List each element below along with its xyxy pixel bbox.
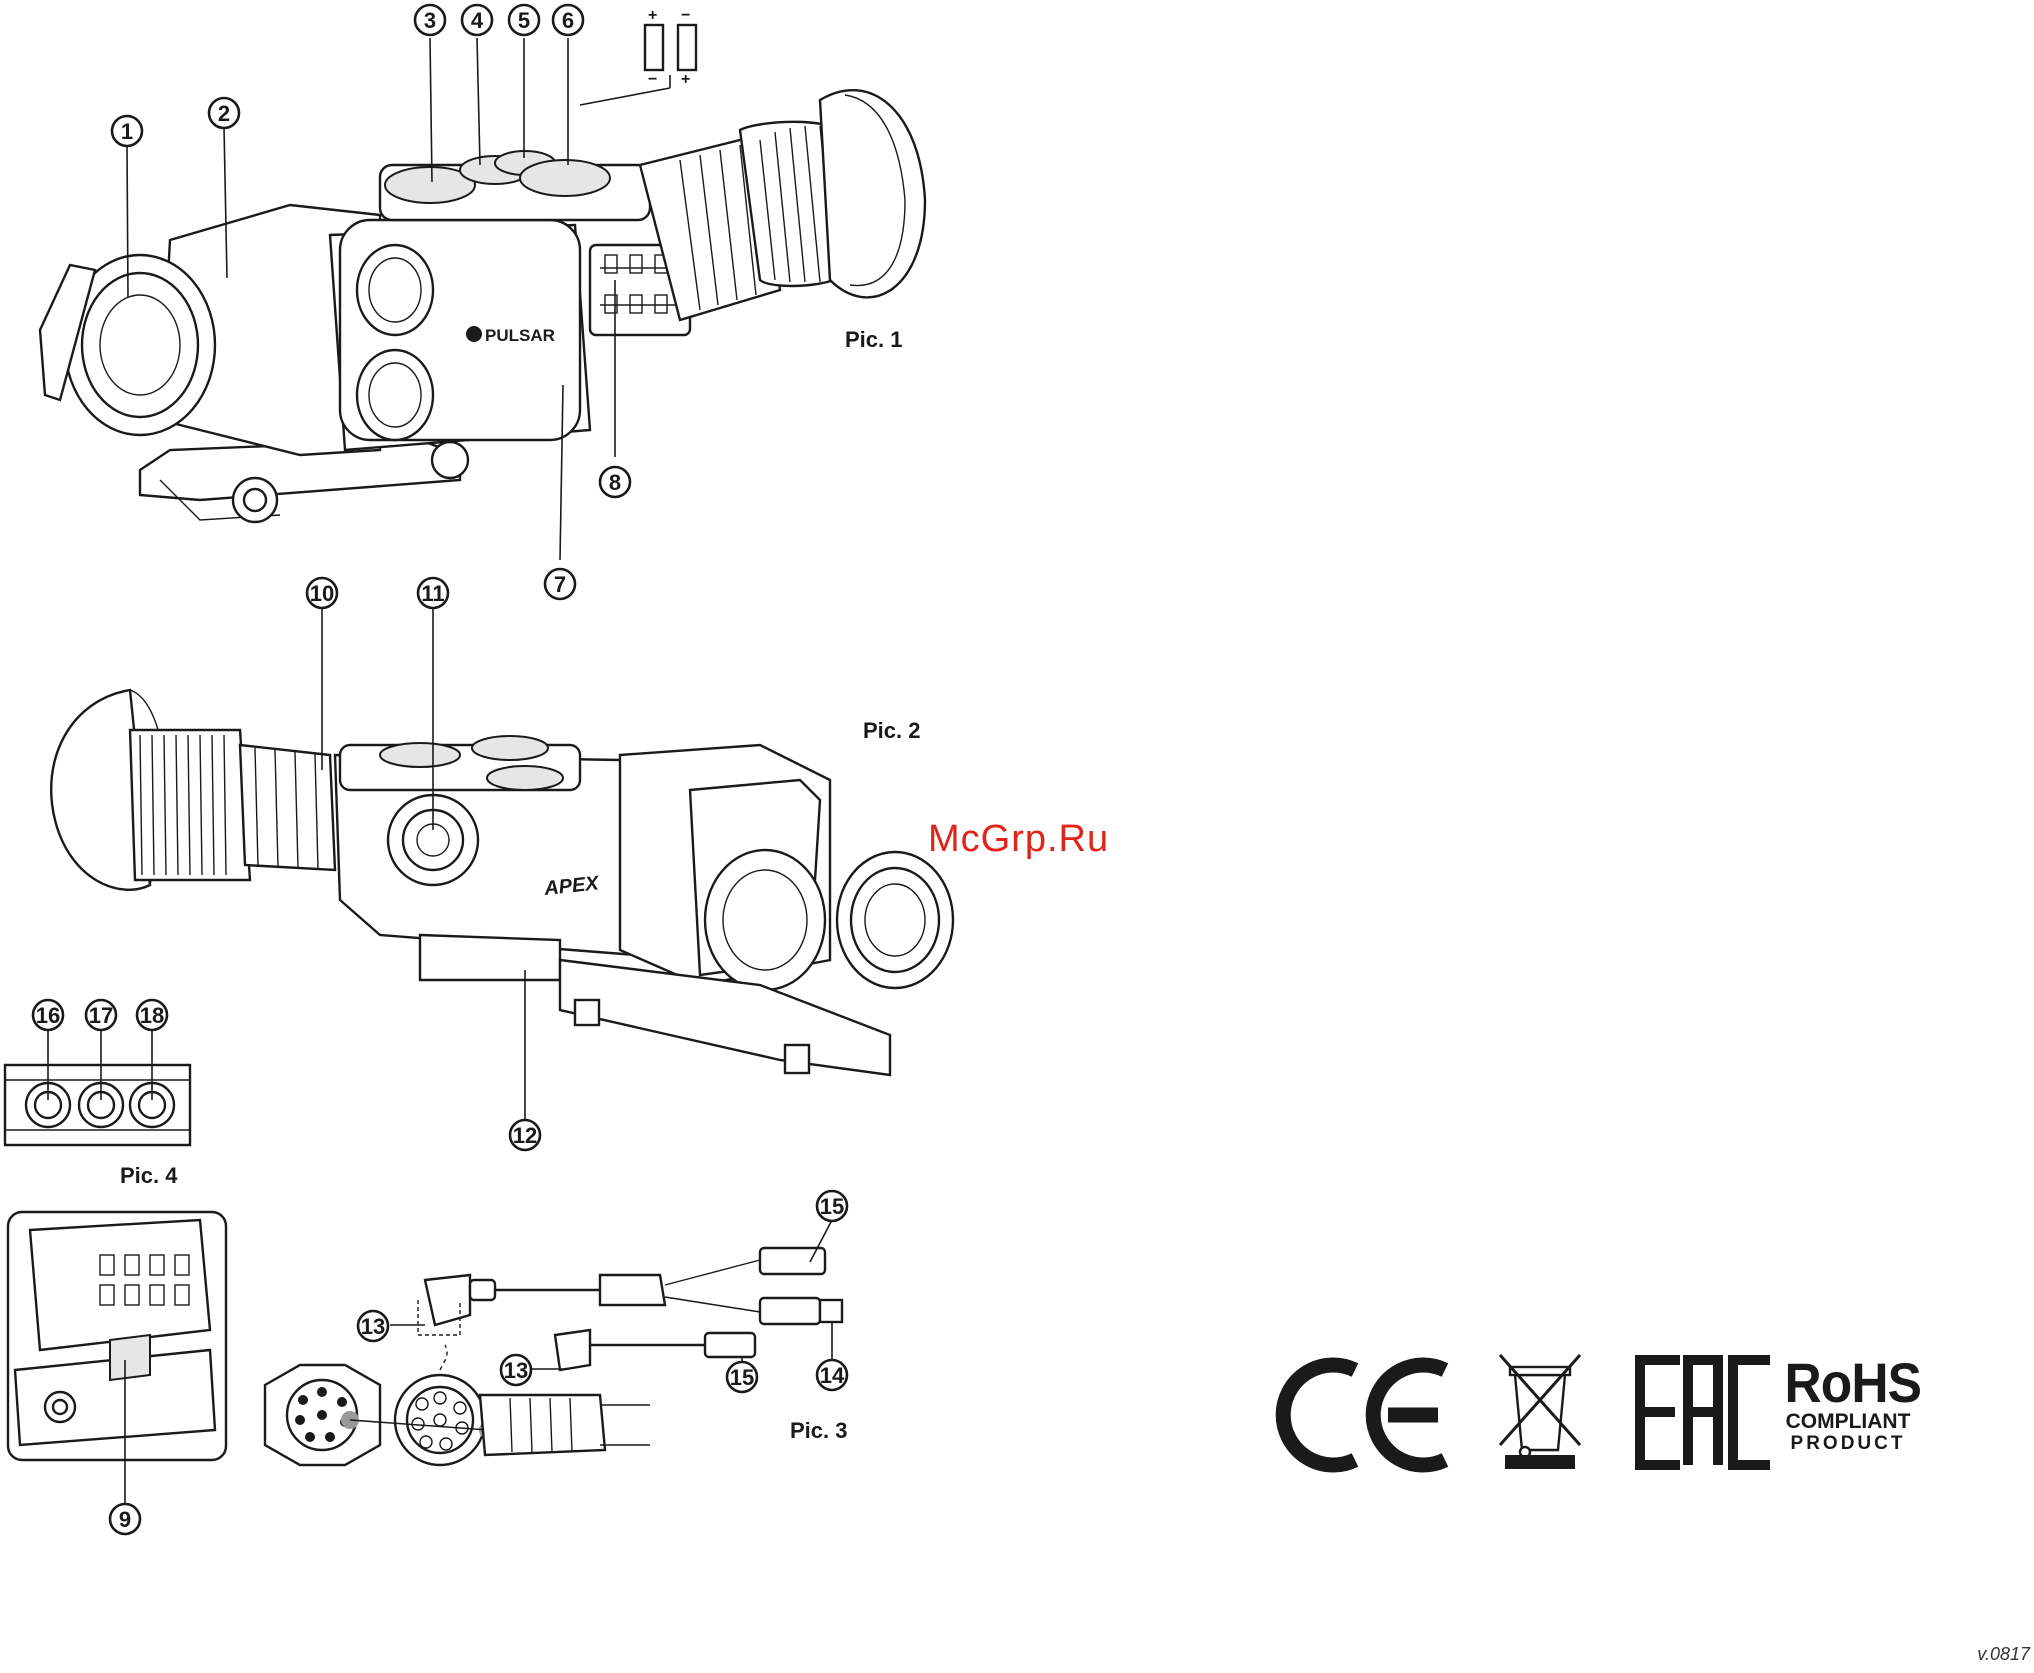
callout-13: 13: [358, 1311, 388, 1341]
weee-crossed-bin-icon: [1500, 1355, 1580, 1469]
callout-4: 4: [462, 5, 492, 35]
callout-15: 15: [817, 1191, 847, 1221]
watermark-text: McGrp.Ru: [928, 818, 1109, 861]
ce-mark-icon: [1283, 1365, 1445, 1465]
callout-9: 9: [110, 1504, 140, 1534]
svg-text:16: 16: [36, 1003, 60, 1028]
rohs-product: PRODUCT: [1779, 1433, 1917, 1455]
callout-7: 7: [545, 569, 575, 599]
callout-18: 18: [137, 1000, 167, 1030]
svg-text:10: 10: [310, 581, 334, 606]
rohs-title: RoHS: [1785, 1355, 1912, 1411]
callout-13b: 13: [501, 1355, 531, 1385]
callout-10: 10: [307, 578, 337, 608]
svg-text:6: 6: [562, 8, 574, 33]
battery-icon: + − − +: [580, 7, 696, 105]
battery-plus-1: +: [648, 7, 657, 24]
battery-plus-2: +: [681, 71, 690, 88]
svg-text:4: 4: [471, 8, 484, 33]
pic4-label: Pic. 4: [120, 1163, 177, 1189]
callout-1: 1: [112, 116, 142, 146]
callout-14: 14: [817, 1360, 847, 1390]
svg-text:13: 13: [504, 1358, 528, 1383]
svg-text:15: 15: [730, 1365, 754, 1390]
svg-text:9: 9: [119, 1507, 131, 1532]
svg-text:12: 12: [513, 1123, 537, 1148]
svg-text:5: 5: [518, 8, 530, 33]
callout-3: 3: [415, 5, 445, 35]
svg-text:8: 8: [609, 470, 621, 495]
svg-text:13: 13: [361, 1314, 385, 1339]
svg-text:7: 7: [554, 572, 566, 597]
callout-6: 6: [553, 5, 583, 35]
callout-5: 5: [509, 5, 539, 35]
svg-text:11: 11: [421, 581, 444, 606]
pic4-button-panel: 16 17 18: [5, 1000, 190, 1145]
callout-11: 11: [418, 578, 448, 608]
svg-text:2: 2: [218, 101, 230, 126]
battery-minus-2: −: [648, 71, 657, 88]
svg-text:3: 3: [424, 8, 436, 33]
battery-minus-1: −: [681, 7, 690, 24]
svg-text:1: 1: [121, 119, 133, 144]
rohs-compliant: COMPLIANT: [1779, 1411, 1917, 1433]
pic2-label: Pic. 2: [863, 718, 920, 744]
pic1-scope-front-view: PULSAR: [40, 5, 925, 599]
pic1-label: Pic. 1: [845, 327, 902, 353]
callout-8: 8: [600, 467, 630, 497]
pic3-cable-connectors: 13 13 14 15 15: [265, 1191, 847, 1465]
callout-2: 2: [209, 98, 239, 128]
svg-text:14: 14: [820, 1363, 845, 1388]
callout-15b: 15: [727, 1362, 757, 1392]
detail-inset-connector-cover: 9: [8, 1212, 226, 1534]
rohs-compliant-mark: RoHS COMPLIANT PRODUCT: [1779, 1355, 1917, 1455]
brand-marking: PULSAR: [485, 326, 555, 345]
svg-text:18: 18: [140, 1003, 164, 1028]
pic3-label: Pic. 3: [790, 1418, 847, 1444]
callout-16: 16: [33, 1000, 63, 1030]
svg-text:17: 17: [89, 1003, 113, 1028]
svg-text:15: 15: [820, 1194, 844, 1219]
callout-12: 12: [510, 1120, 540, 1150]
document-version: v.0817: [1977, 1644, 2030, 1665]
eac-mark-icon: [1640, 1360, 1770, 1465]
callout-17: 17: [86, 1000, 116, 1030]
